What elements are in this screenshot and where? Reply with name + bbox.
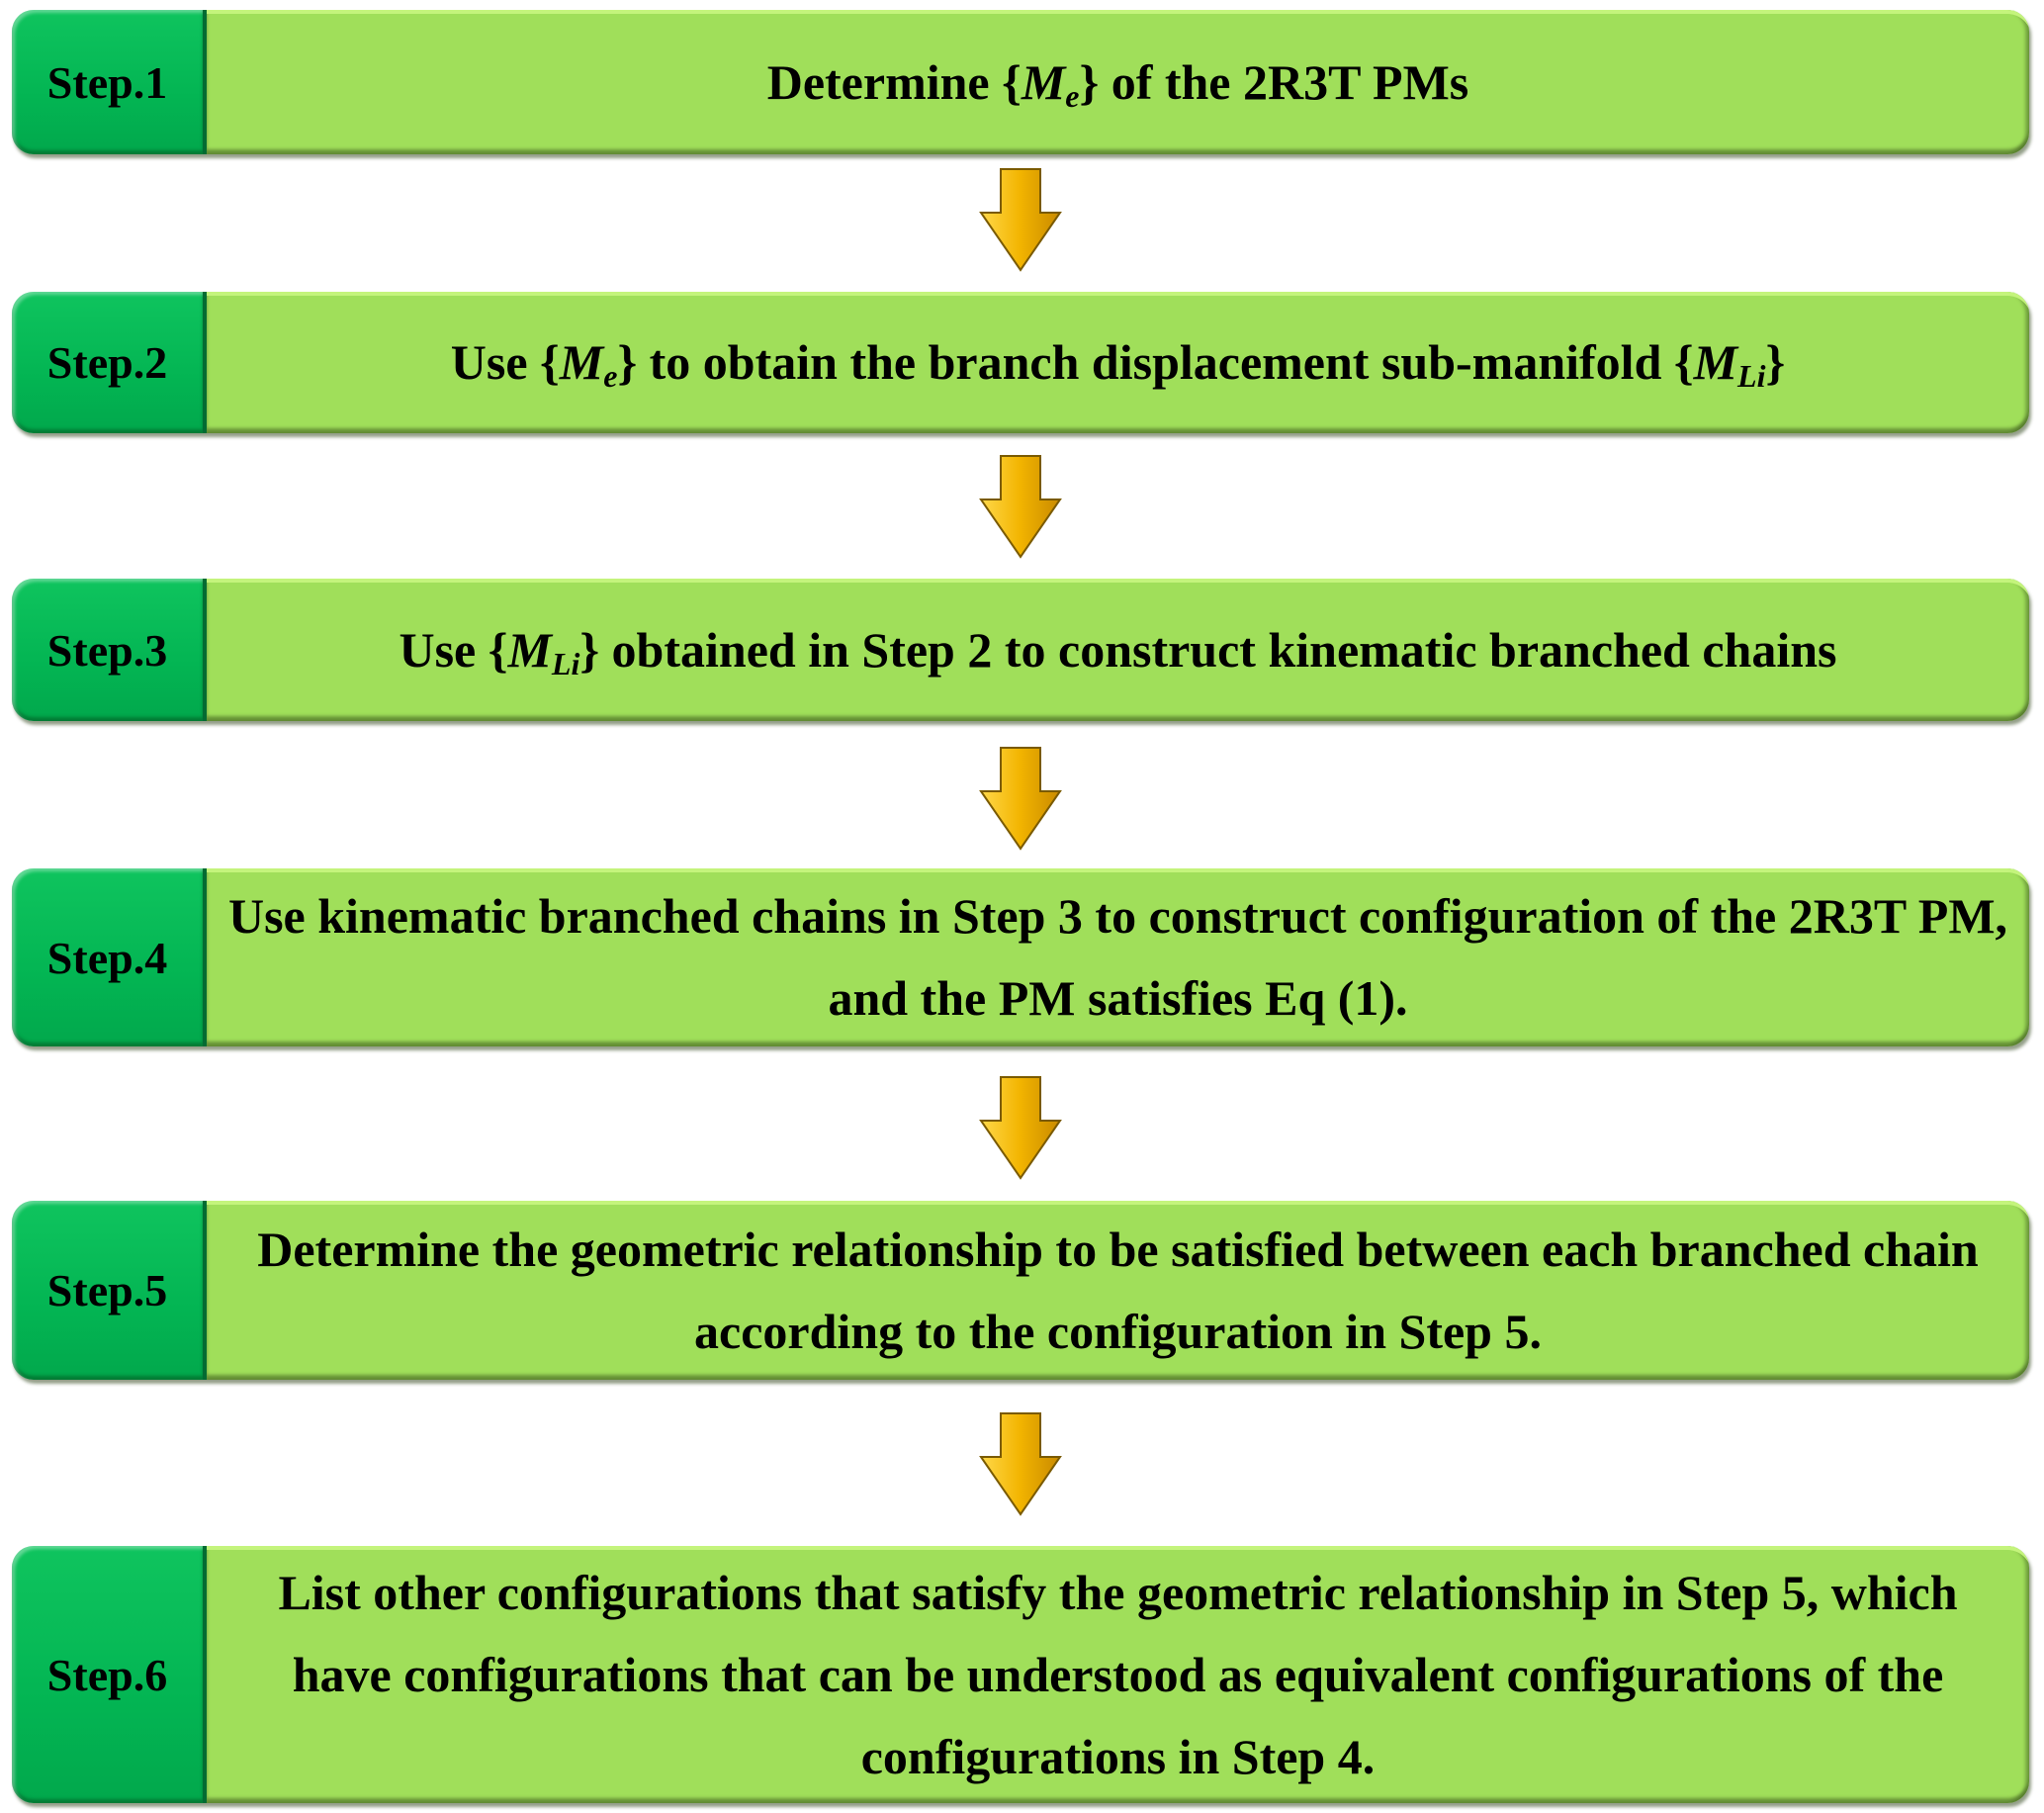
step-label: Step.2 (12, 292, 207, 433)
step-text: Use kinematic branched chains in Step 3 … (226, 875, 2009, 1040)
text-segment: Use { (450, 334, 560, 390)
step-description: Use {Me} to obtain the branch displaceme… (207, 292, 2029, 433)
down-arrow-icon (979, 1412, 1062, 1516)
math-subscript: Li (551, 645, 580, 681)
text-segment: Use kinematic branched chains in Step 3 … (227, 888, 2008, 1026)
text-segment: Determine the geometric relationship to … (257, 1221, 1979, 1359)
math-subscript: e (603, 358, 618, 394)
step-description: Use kinematic branched chains in Step 3 … (207, 868, 2029, 1046)
down-arrow-icon (979, 168, 1062, 272)
down-arrow-icon (979, 1076, 1062, 1180)
step-description: Use {MLi} obtained in Step 2 to construc… (207, 579, 2029, 721)
math-symbol: M (507, 621, 552, 678)
step-label: Step.5 (12, 1201, 207, 1380)
step-description: Determine the geometric relationship to … (207, 1201, 2029, 1380)
text-segment: } (1765, 334, 1786, 390)
step-2-box: Step.2 Use {Me} to obtain the branch dis… (12, 292, 2029, 433)
step-3-box: Step.3 Use {MLi} obtained in Step 2 to c… (12, 579, 2029, 721)
step-description: List other configurations that satisfy t… (207, 1546, 2029, 1803)
down-arrow-icon (979, 747, 1062, 851)
step-description: Determine {Me} of the 2R3T PMs (207, 10, 2029, 154)
math-symbol: M (1021, 53, 1066, 110)
text-segment: List other configurations that satisfy t… (278, 1564, 1958, 1784)
text-segment: Use { (399, 621, 508, 678)
step-label: Step.3 (12, 579, 207, 721)
math-subscript: Li (1737, 358, 1766, 394)
step-text: Determine {Me} of the 2R3T PMs (767, 42, 1469, 124)
step-text: Use {Me} to obtain the branch displaceme… (451, 321, 1785, 404)
step-5-box: Step.5 Determine the geometric relations… (12, 1201, 2029, 1380)
step-6-box: Step.6 List other configurations that sa… (12, 1546, 2029, 1803)
down-arrow-icon (979, 455, 1062, 559)
step-label: Step.6 (12, 1546, 207, 1803)
step-text: List other configurations that satisfy t… (226, 1552, 2009, 1798)
step-label: Step.1 (12, 10, 207, 154)
math-symbol: M (559, 334, 604, 390)
math-symbol: M (1693, 334, 1738, 390)
step-text: Use {MLi} obtained in Step 2 to construc… (399, 609, 1836, 691)
text-segment: Determine { (766, 53, 1022, 110)
text-segment: } obtained in Step 2 to construct kinema… (579, 621, 1837, 678)
step-4-box: Step.4 Use kinematic branched chains in … (12, 868, 2029, 1046)
step-1-box: Step.1 Determine {Me} of the 2R3T PMs (12, 10, 2029, 154)
text-segment: } of the 2R3T PMs (1079, 53, 1469, 110)
step-text: Determine the geometric relationship to … (226, 1209, 2009, 1373)
math-subscript: e (1065, 77, 1080, 114)
text-segment: } to obtain the branch displacement sub-… (617, 334, 1694, 390)
step-label: Step.4 (12, 868, 207, 1046)
